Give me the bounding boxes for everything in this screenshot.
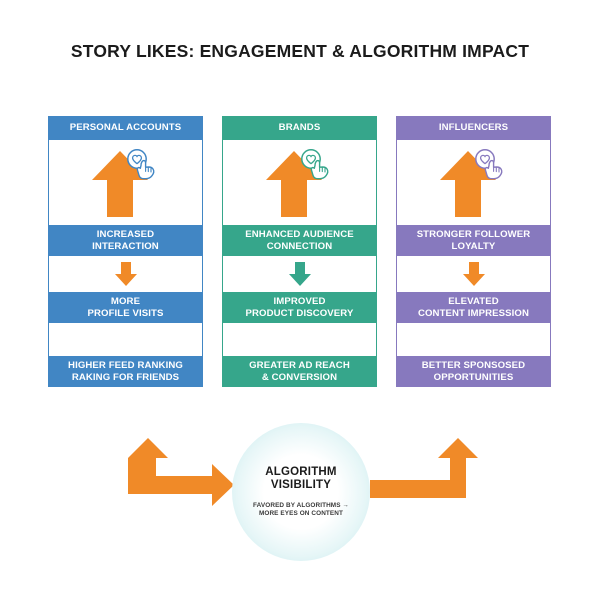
down-arrow-icon bbox=[114, 261, 138, 287]
pillar-step-label: GREATER AD REACH & CONVERSION bbox=[249, 359, 350, 383]
pillar-arrow-cell-1 bbox=[396, 256, 551, 292]
pillar-top-arrow-cell bbox=[222, 140, 377, 225]
algorithm-visibility-circle: ALGORITHM VISIBILITY FAVORED BY ALGORITH… bbox=[232, 423, 370, 561]
pillar-step-3: BETTER SPONSOSED OPPORTUNITIES bbox=[396, 356, 551, 387]
pillar-step-1: INCREASED INTERACTION bbox=[48, 225, 203, 256]
pillar-header-label: INFLUENCERS bbox=[438, 122, 509, 134]
pillar-step-label: ELEVATED CONTENT IMPRESSION bbox=[417, 295, 530, 319]
pillar-step-2: MORE PROFILE VISITS bbox=[48, 292, 203, 323]
pillar-step-label: INCREASED INTERACTION bbox=[92, 228, 159, 252]
elbow-arrow-left-up-icon bbox=[370, 436, 510, 528]
pillar-empty-cell bbox=[396, 323, 551, 356]
pillar-step-1: STRONGER FOLLOWER LOYALTY bbox=[396, 225, 551, 256]
up-arrow-icon bbox=[91, 148, 154, 218]
page-title: STORY LIKES: ENGAGEMENT & ALGORITHM IMPA… bbox=[70, 41, 530, 61]
pillar-step-3: GREATER AD REACH & CONVERSION bbox=[222, 356, 377, 387]
hand-heart-like-icon bbox=[124, 148, 158, 182]
up-arrow-icon bbox=[265, 148, 328, 218]
pillar-step-label: STRONGER FOLLOWER LOYALTY bbox=[416, 228, 531, 252]
pillar-step-label: IMPROVED PRODUCT DISCOVERY bbox=[245, 295, 354, 319]
pillar-personal-accounts: PERSONAL ACCOUNTS INCREASED INTERACTION bbox=[48, 116, 203, 410]
algorithm-visibility-section: ALGORITHM VISIBILITY FAVORED BY ALGORITH… bbox=[0, 418, 600, 561]
elbow-arrow-up-right-icon bbox=[104, 436, 244, 528]
pillar-step-2: ELEVATED CONTENT IMPRESSION bbox=[396, 292, 551, 323]
pillar-step-label: BETTER SPONSOSED OPPORTUNITIES bbox=[421, 359, 526, 383]
pillar-empty-cell bbox=[48, 323, 203, 356]
algorithm-visibility-title: ALGORITHM VISIBILITY bbox=[265, 465, 337, 492]
pillar-top-arrow-cell bbox=[396, 140, 551, 225]
hand-heart-like-icon bbox=[472, 148, 506, 182]
pillar-empty-cell bbox=[222, 323, 377, 356]
hand-heart-like-icon bbox=[298, 148, 332, 182]
pillar-brands: BRANDS ENHANCED AUDIENCE CONNECTION bbox=[222, 116, 377, 410]
pillar-step-label: MORE PROFILE VISITS bbox=[87, 295, 164, 319]
pillar-step-2: IMPROVED PRODUCT DISCOVERY bbox=[222, 292, 377, 323]
pillar-header: BRANDS bbox=[222, 116, 377, 140]
algorithm-visibility-subtitle: FAVORED BY ALGORITHMS → MORE EYES ON CON… bbox=[253, 501, 349, 517]
up-arrow-icon bbox=[439, 148, 502, 218]
down-arrow-icon bbox=[462, 261, 486, 287]
pillar-arrow-cell-1 bbox=[222, 256, 377, 292]
pillar-influencers: INFLUENCERS STRONGER FOLLOWER LOYALTY bbox=[396, 116, 551, 410]
down-arrow-icon bbox=[288, 261, 312, 287]
pillar-header-label: PERSONAL ACCOUNTS bbox=[69, 122, 182, 134]
pillar-top-arrow-cell bbox=[48, 140, 203, 225]
pillar-arrow-cell-1 bbox=[48, 256, 203, 292]
pillars-container: PERSONAL ACCOUNTS INCREASED INTERACTION bbox=[0, 116, 600, 410]
pillar-step-label: HIGHER FEED RANKING RAKING FOR FRIENDS bbox=[68, 359, 183, 383]
pillar-header: PERSONAL ACCOUNTS bbox=[48, 116, 203, 140]
pillar-header: INFLUENCERS bbox=[396, 116, 551, 140]
pillar-step-1: ENHANCED AUDIENCE CONNECTION bbox=[222, 225, 377, 256]
pillar-step-label: ENHANCED AUDIENCE CONNECTION bbox=[245, 228, 354, 252]
pillar-step-3: HIGHER FEED RANKING RAKING FOR FRIENDS bbox=[48, 356, 203, 387]
pillar-header-label: BRANDS bbox=[278, 122, 321, 134]
